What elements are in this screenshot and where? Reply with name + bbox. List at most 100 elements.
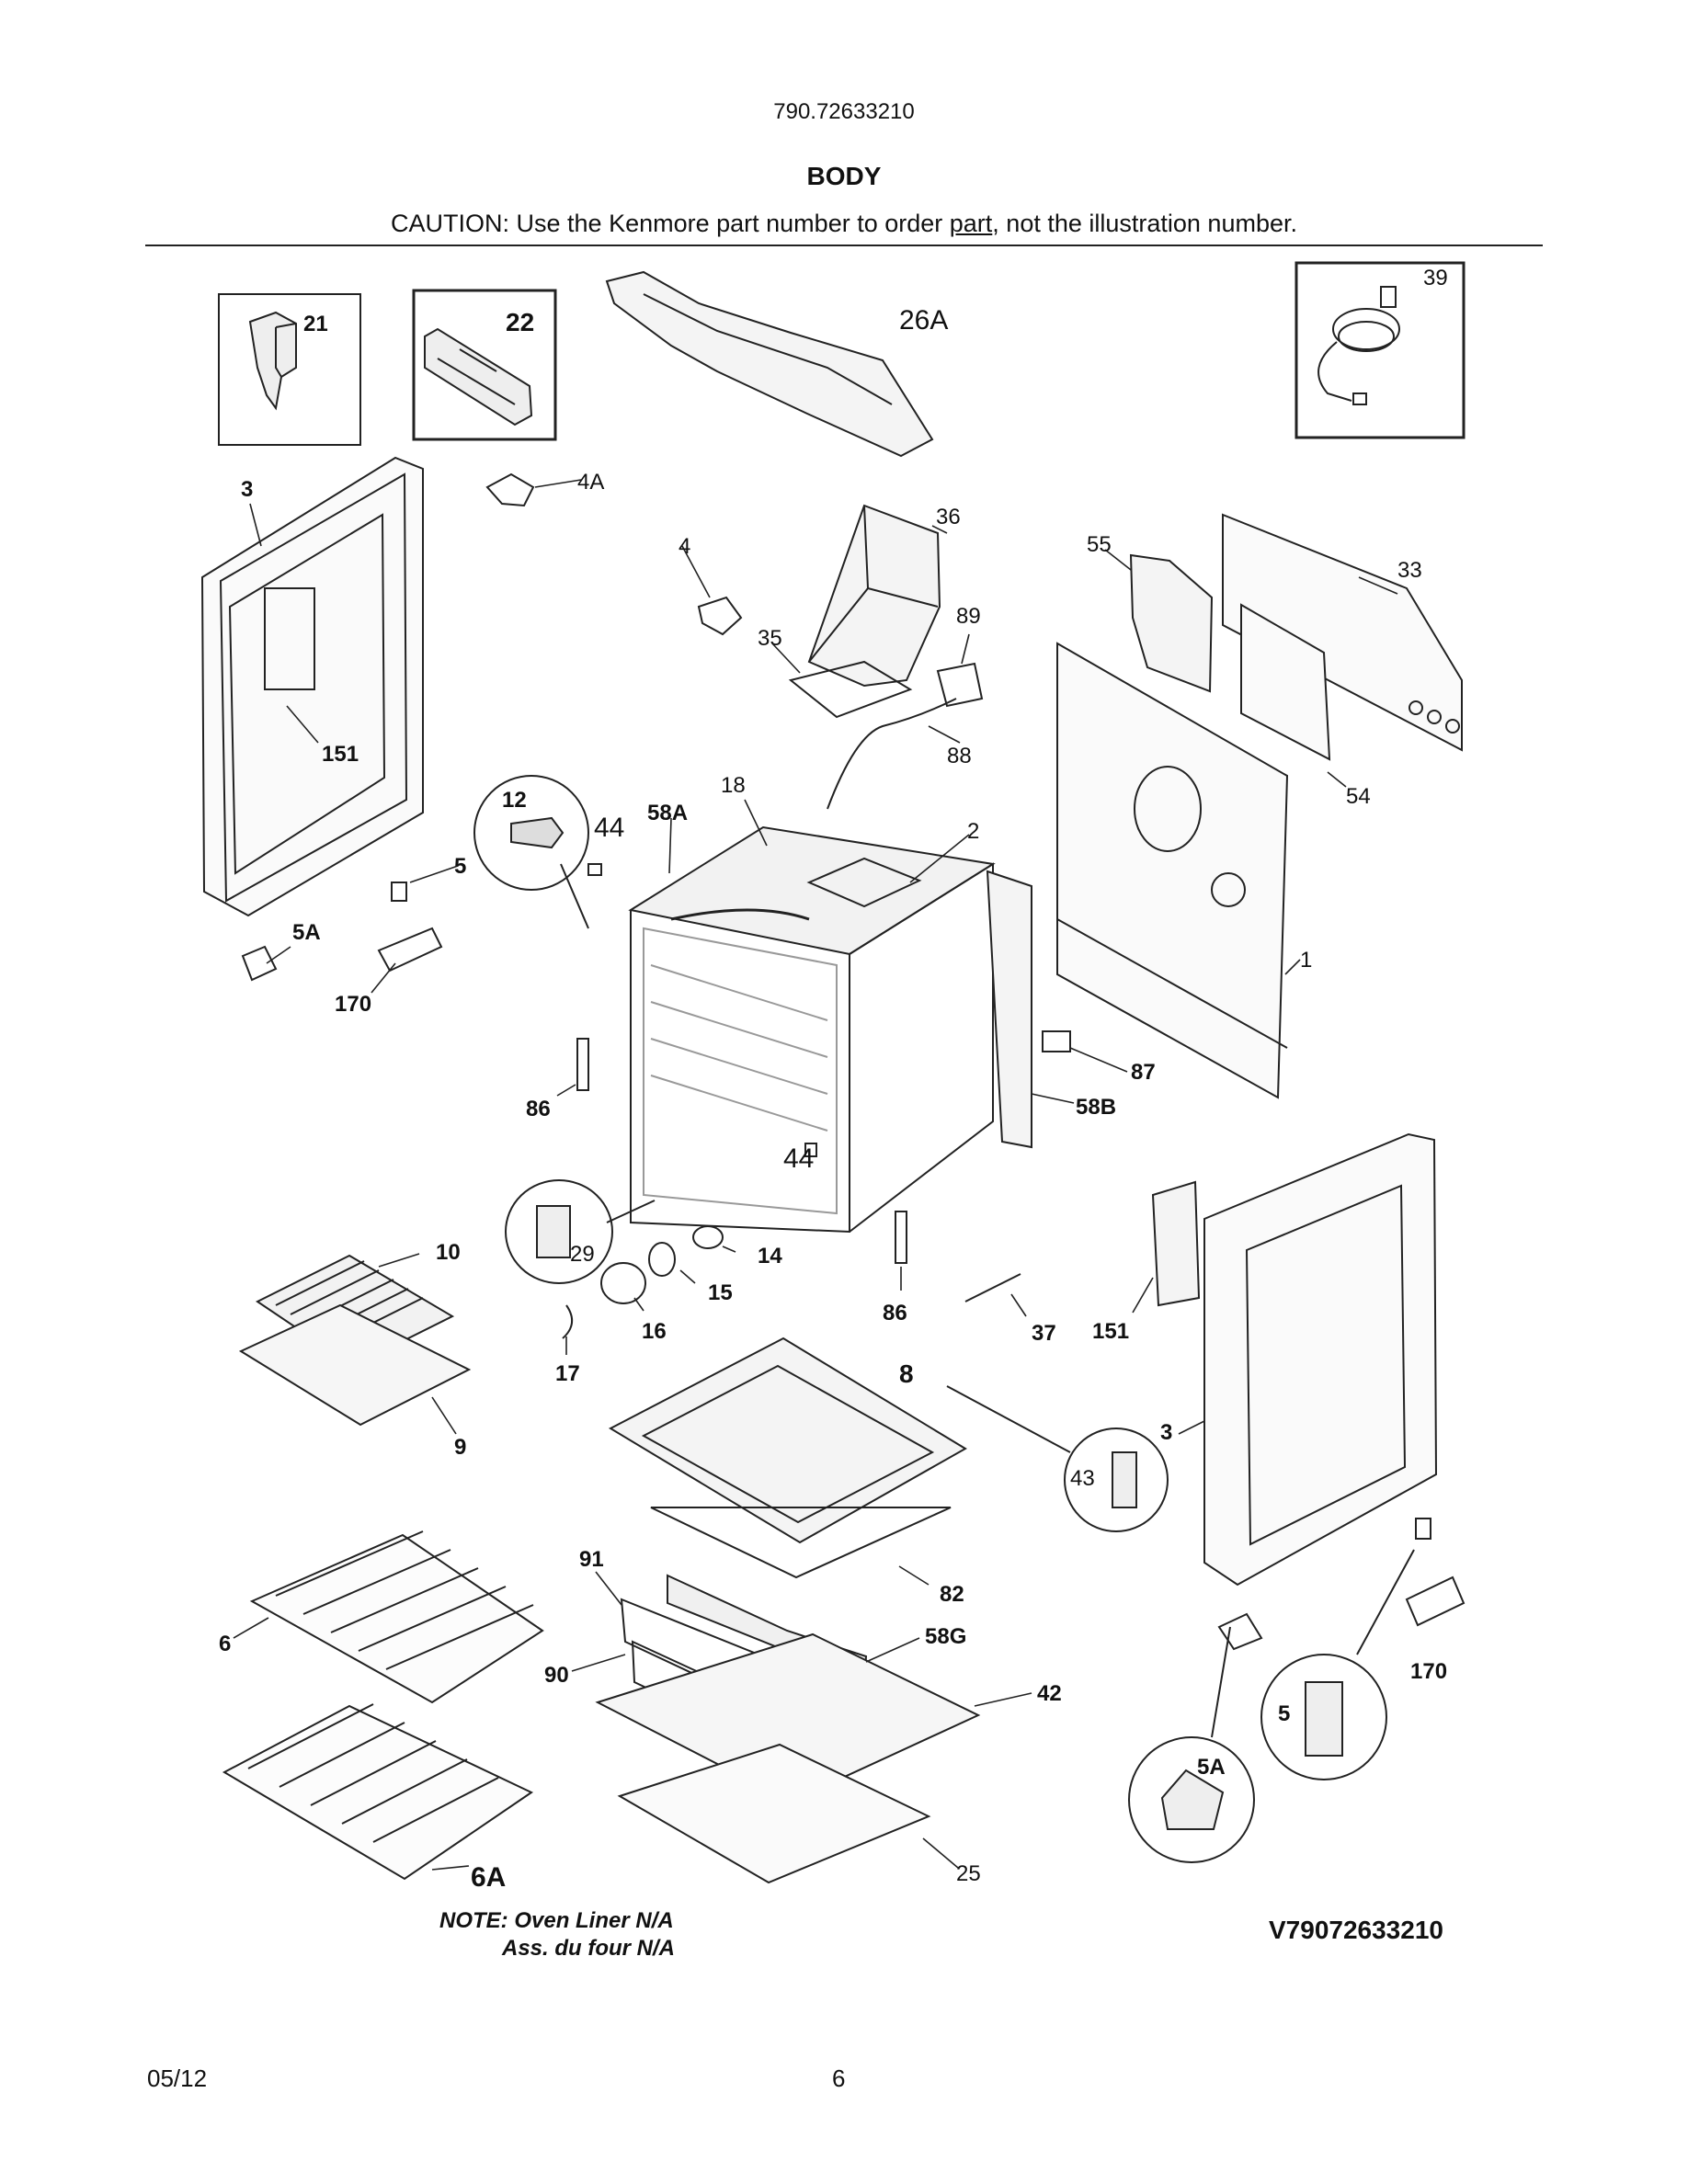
part-44-plug-a [587, 863, 602, 876]
callout-151-left: 151 [322, 742, 359, 767]
inset-box-21 [218, 293, 361, 446]
diagram-code: V79072633210 [1269, 1916, 1443, 1944]
callout-36: 36 [936, 505, 961, 529]
part-2-bracket [806, 857, 922, 908]
model-number: 790.72633210 [773, 99, 915, 124]
part-5A-bracket-left [241, 945, 278, 982]
callout-88: 88 [947, 744, 972, 768]
callout-12: 12 [502, 788, 527, 813]
callout-4A: 4A [577, 470, 604, 495]
part-33-back-panel [1222, 513, 1463, 752]
callout-90: 90 [544, 1663, 569, 1688]
callout-5A-right: 5A [1197, 1755, 1226, 1780]
part-5-leg-left [391, 882, 407, 902]
part-5-inset [1260, 1654, 1387, 1780]
callout-6: 6 [219, 1632, 231, 1656]
part-170-bracket-right [1405, 1575, 1466, 1627]
callout-5A-left: 5A [292, 920, 321, 945]
part-3-side-panel-right [1203, 1132, 1438, 1587]
part-17-clip [562, 1304, 573, 1339]
part-54-panel [1240, 603, 1331, 761]
part-88-wire [827, 698, 957, 810]
part-21-switch [248, 311, 297, 411]
callout-16: 16 [642, 1319, 667, 1344]
callout-8: 8 [899, 1359, 914, 1388]
part-58B-insulation [986, 870, 1032, 1149]
callout-29: 29 [570, 1242, 595, 1267]
callout-55: 55 [1087, 532, 1112, 557]
note-oven-liner: NOTE: Oven Liner N/A [439, 1908, 674, 1933]
part-4A-bracket [485, 472, 535, 507]
callout-26A: 26A [899, 305, 948, 336]
part-15-bulb [648, 1242, 676, 1277]
part-1-rear-frame [1056, 642, 1289, 1099]
callout-5-left: 5 [454, 854, 466, 879]
callout-1: 1 [1300, 948, 1312, 973]
part-5-leg-right [1415, 1518, 1431, 1540]
part-9-broiler-pan [238, 1303, 472, 1427]
callout-54: 54 [1346, 784, 1371, 809]
callout-151-right: 151 [1092, 1319, 1129, 1344]
caution-text: CAUTION: Use the Kenmore part number to … [0, 210, 1688, 238]
part-22-bracket [424, 327, 533, 427]
part-35-insulation [788, 660, 913, 719]
part-4-bracket [697, 596, 743, 636]
callout-42: 42 [1037, 1681, 1062, 1706]
callout-21: 21 [303, 312, 328, 336]
callout-2: 2 [967, 819, 979, 844]
part-6-oven-rack [249, 1530, 544, 1704]
part-12-inset [473, 775, 589, 891]
part-3-side-panel-left [200, 456, 424, 917]
callout-33: 33 [1397, 558, 1422, 583]
part-89-sensor [936, 662, 984, 708]
callout-58G: 58G [925, 1624, 966, 1649]
callout-44-b: 44 [783, 1143, 814, 1174]
callout-89: 89 [956, 604, 981, 629]
callout-4: 4 [679, 534, 690, 559]
callout-170-right: 170 [1410, 1659, 1447, 1684]
part-151-bracket-right [1151, 1180, 1201, 1307]
inset-box-39 [1295, 261, 1466, 439]
part-8-oven-bottom [608, 1337, 967, 1544]
part-82-heat-shield [650, 1507, 952, 1579]
inset-box-22 [412, 289, 557, 441]
part-16-lens [600, 1262, 646, 1304]
callout-3-left: 3 [241, 477, 253, 502]
header-divider [145, 245, 1543, 246]
part-36-duct [807, 504, 941, 688]
callout-25: 25 [956, 1861, 981, 1886]
part-55-shield [1129, 553, 1214, 693]
section-title: BODY [806, 162, 882, 190]
part-29-inset [505, 1179, 613, 1284]
oven-cavity [628, 825, 996, 1234]
callout-82: 82 [940, 1582, 964, 1607]
caution-suffix: , not the illustration number. [992, 210, 1297, 237]
part-44-plug-b [804, 1143, 817, 1157]
part-14-socket [692, 1225, 724, 1249]
callout-170-left: 170 [335, 992, 371, 1017]
note-oven-liner-french: Ass. du four N/A [502, 1936, 676, 1961]
callout-14: 14 [758, 1244, 782, 1268]
callout-37: 37 [1032, 1321, 1056, 1346]
caution-part-link[interactable]: part [949, 210, 993, 237]
part-87-block [1042, 1030, 1071, 1052]
callout-6A: 6A [471, 1862, 506, 1893]
part-5A-inset [1128, 1736, 1255, 1863]
part-170-bracket-left [377, 927, 443, 973]
part-6A-oven-rack [222, 1703, 534, 1881]
callout-43: 43 [1070, 1466, 1095, 1491]
part-37-wire [964, 1273, 1021, 1302]
footer-page-number: 6 [832, 2065, 846, 2092]
callout-58A: 58A [647, 801, 688, 825]
callout-91: 91 [579, 1547, 604, 1572]
part-43-screw-inset [1064, 1428, 1169, 1532]
footer-date: 05/12 [147, 2065, 208, 2092]
part-5A-bracket-right [1217, 1612, 1263, 1651]
caution-prefix: CAUTION: Use the Kenmore part number to … [391, 210, 950, 237]
callout-10: 10 [436, 1240, 461, 1265]
part-86-bracket-b [895, 1211, 907, 1264]
callout-5-right: 5 [1278, 1701, 1290, 1726]
part-26A-bracket [605, 270, 934, 458]
callout-9: 9 [454, 1435, 466, 1460]
callout-39: 39 [1423, 266, 1448, 290]
